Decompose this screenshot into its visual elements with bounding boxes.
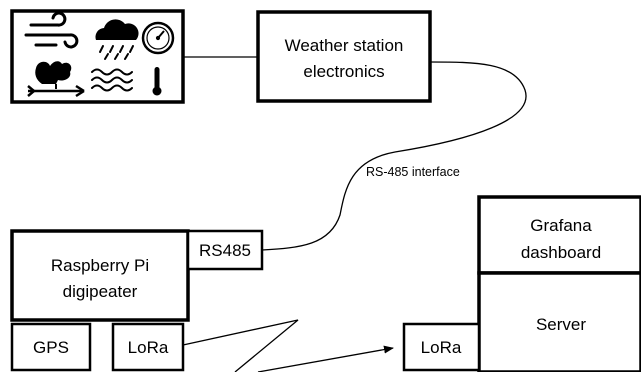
server-label: Server [536, 315, 586, 334]
server-lora-box [402, 322, 481, 372]
raspberry-pi-label-line1: Raspberry Pi [51, 256, 149, 275]
raspberry-pi-box [10, 229, 190, 322]
raspberry-pi-label-line2: digipeater [63, 282, 138, 301]
rs485-port-label: RS485 [199, 241, 251, 260]
weather-station-label-line1: Weather station [285, 36, 404, 55]
rs485-interface-label: RS-485 interface [366, 165, 460, 179]
lora-link-arrow [257, 345, 394, 372]
rain-cloud-icon [95, 19, 139, 60]
wind-icon [24, 11, 79, 49]
server-lora-label: LoRa [421, 338, 462, 357]
pi-lora-label: LoRa [128, 338, 169, 357]
rs485-cable [261, 61, 527, 251]
grafana-label-line2: dashboard [521, 243, 601, 262]
rooster-weathervane-icon [27, 61, 85, 98]
pi-lora-box [111, 322, 185, 372]
lora-link-out [182, 319, 299, 372]
grafana-box [477, 195, 641, 275]
grafana-label-line1: Grafana [530, 216, 592, 235]
weather-station-label-line2: electronics [303, 62, 384, 81]
humidity-waves-icon [91, 68, 133, 92]
server-box [477, 271, 641, 372]
rs485-port-box [186, 229, 264, 271]
gps-module-box [10, 322, 92, 372]
pressure-gauge-icon [141, 21, 175, 55]
thermometer-icon [152, 67, 162, 96]
weather-station-box [256, 10, 432, 103]
gps-module-label: GPS [33, 338, 69, 357]
